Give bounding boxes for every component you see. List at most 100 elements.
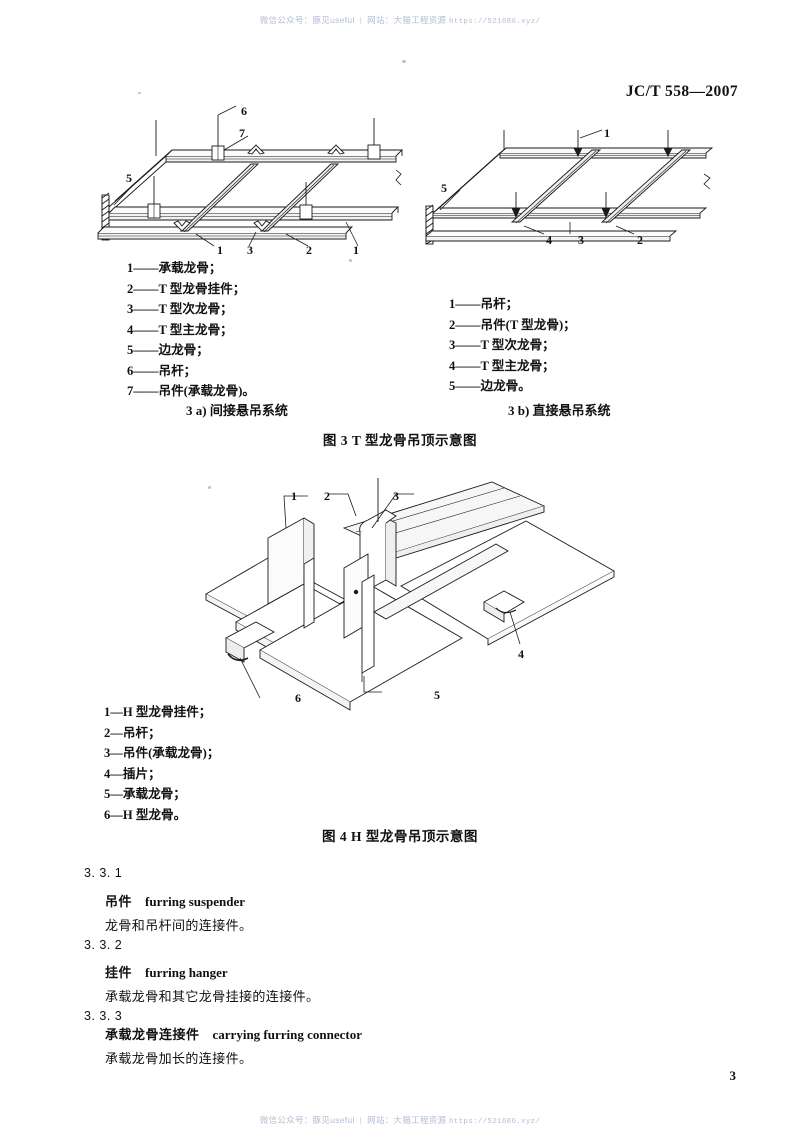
h-furring-clip: [225, 621, 275, 663]
watermark-separator: |: [359, 1115, 363, 1125]
clause-number-3-3-3: 3. 3. 3: [84, 1009, 123, 1023]
figure-4-title: 图 4 H 型龙骨吊顶示意图: [322, 829, 478, 844]
figure-3b-callout-2: 2: [637, 233, 643, 247]
term-zh: 吊件: [105, 894, 133, 909]
legend-item: 3——T 型次龙骨；: [127, 302, 233, 316]
edge-furring-diagonal: [438, 147, 507, 209]
callout-leaders: [239, 493, 521, 699]
legend-item: 4——T 型主龙骨；: [449, 358, 555, 373]
clause-number-3-3-2: 3. 3. 2: [84, 938, 123, 952]
break-symbol: [395, 169, 402, 186]
term-zh: 承载龙骨连接件: [105, 1027, 200, 1042]
page-number: 3: [729, 1068, 737, 1083]
watermark-bottom: 微信公众号：豚见useful | 网站：大猫工程资源 https://521686.…: [0, 1114, 800, 1126]
legend-item: 3—吊件(承载龙骨)；: [104, 746, 220, 760]
carrying-furring-bottom-panel: [259, 585, 463, 711]
figure-4-callout-2: 2: [324, 489, 330, 503]
watermark-url: https://521686.xyz/: [449, 18, 541, 26]
term-en: furring suspender: [145, 894, 246, 909]
figure-3b-callout-5: 5: [441, 181, 447, 195]
figure-4-callout-6: 6: [295, 691, 301, 705]
legend-item: 1——吊杆；: [449, 297, 519, 311]
term-3-3-2: 挂件 furring hanger: [105, 962, 228, 981]
legend-item: 2—吊杆；: [104, 725, 161, 740]
legend-item: 5——边龙骨。: [449, 379, 531, 393]
figure-3a-diagram: [96, 100, 406, 250]
figure-3b-legend: 1——吊杆； 2——吊件(T 型龙骨)； 3——T 型次龙骨； 4——T 型主龙…: [449, 294, 576, 397]
term-3-3-3: 承载龙骨连接件 carrying furring connector: [105, 1024, 362, 1043]
figure-3b-callout-3: 3: [578, 233, 584, 247]
edge-furring-bottom: [97, 226, 354, 240]
suspension-rods: [147, 115, 381, 220]
figure-3-title: 图 3 T 型龙骨吊顶示意图: [322, 433, 478, 448]
main-furring-upper: [499, 147, 714, 159]
watermark-separator: |: [359, 15, 363, 25]
insert-tab-right: [483, 590, 525, 623]
figure-3a-callout-6: 6: [241, 104, 247, 118]
scan-speck: [208, 486, 211, 489]
figure-3b-caption: 3 b) 直接悬吊系统: [508, 403, 611, 418]
term-zh: 挂件: [105, 965, 133, 980]
main-furring-lower: [108, 206, 400, 221]
figure-3a-callout-7: 7: [239, 126, 245, 140]
figure-3a-callout-1: 1: [217, 243, 223, 257]
figure-3b-callout-1: 1: [604, 126, 610, 140]
callout-leaders: [439, 129, 635, 235]
carrying-furring-upper: [165, 149, 404, 163]
ceiling-panel-right: [400, 520, 615, 646]
edge-furring-bottom: [425, 230, 678, 242]
legend-item: 4—插片；: [104, 766, 161, 781]
definition-3-3-1: 龙骨和吊杆间的连接件。: [105, 918, 253, 933]
scan-speck: [349, 259, 352, 262]
edge-furring-diagonal: [114, 149, 173, 202]
legend-item: 6——吊杆；: [127, 363, 197, 378]
term-3-3-1: 吊件 furring suspender: [105, 891, 245, 910]
legend-item: 2——T 型龙骨挂件；: [127, 281, 246, 296]
figure-3b-callout-4: 4: [546, 233, 552, 247]
figure-3a-legend: 1——承载龙骨； 2——T 型龙骨挂件； 3——T 型次龙骨； 4——T 型主龙…: [127, 258, 255, 402]
callout-leaders: [113, 105, 359, 247]
clause-number-3-3-1: 3. 3. 1: [84, 866, 123, 880]
insert-blade: [303, 557, 315, 629]
watermark-wechat: 微信公众号：豚见useful: [259, 15, 355, 25]
figure-4-callout-5: 5: [434, 688, 440, 702]
figure-3a-callout-3: 3: [247, 243, 253, 257]
legend-item: 4——T 型主龙骨；: [127, 322, 233, 337]
scan-speck: [138, 92, 141, 94]
watermark-site: 网站：大猫工程资源: [367, 1115, 447, 1125]
figure-4-legend: 1—H 型龙骨挂件； 2—吊杆； 3—吊件(承载龙骨)； 4—插片； 5—承载龙…: [104, 702, 219, 825]
watermark-top: 微信公众号：豚见useful|网站：大猫工程资源 https://521686.…: [0, 14, 800, 26]
scan-speck: [402, 60, 406, 63]
legend-item: 5—承载龙骨；: [104, 787, 186, 801]
legend-item: 2——吊件(T 型龙骨)；: [449, 317, 576, 332]
legend-item: 1—H 型龙骨挂件；: [104, 705, 212, 719]
secondary-furring-middle: [432, 207, 708, 219]
suspension-rods: [503, 130, 673, 219]
edge-furring-diagonal: [108, 155, 167, 208]
legend-item: 7——吊件(承载龙骨)。: [127, 384, 256, 398]
figure-3a-callout-1b: 1: [353, 243, 359, 257]
t-main-furring-diagonals: [510, 149, 692, 224]
definition-3-3-2: 承载龙骨和其它龙骨挂接的连接件。: [105, 989, 320, 1004]
definition-3-3-3: 承载龙骨加长的连接件。: [105, 1051, 253, 1066]
carrying-furring-rail-lower: [373, 543, 509, 620]
figure-3a-caption: 3 a) 间接悬吊系统: [186, 403, 288, 418]
carrying-furring-leg: [361, 574, 375, 682]
carrying-furring-clips: [247, 144, 345, 155]
figure-4-callout-3: 3: [393, 489, 399, 503]
figure-4-diagram: [196, 476, 616, 711]
figure-4-callout-4: 4: [518, 647, 524, 661]
figure-3b-diagram: [420, 118, 720, 250]
term-en: furring hanger: [145, 965, 228, 980]
figure-3a-callout-5: 5: [126, 171, 132, 185]
term-en: carrying furring connector: [212, 1027, 362, 1042]
secondary-furring-group: [179, 163, 340, 233]
legend-item: 5——边龙骨；: [127, 343, 209, 357]
watermark-wechat: 微信公众号：豚见useful: [259, 1115, 355, 1125]
figure-4-callout-1: 1: [291, 489, 297, 503]
watermark-url: https://521686.xyz/: [449, 1118, 541, 1126]
legend-item: 6—H 型龙骨。: [104, 807, 187, 822]
t-furring-hanger-clips: [173, 220, 271, 232]
break-symbol: [703, 173, 711, 190]
